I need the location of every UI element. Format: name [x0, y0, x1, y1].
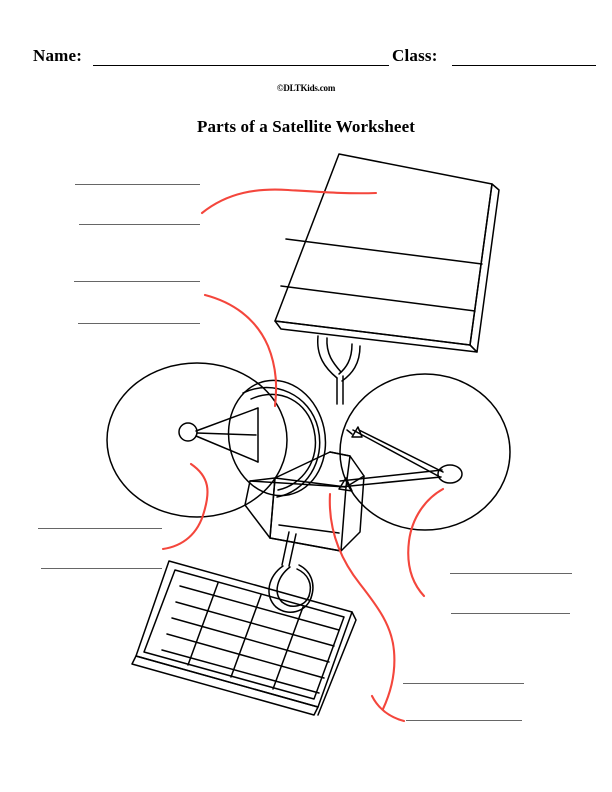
right-dish-antenna [338, 373, 511, 531]
answer-blank-3[interactable] [74, 281, 200, 282]
answer-blank-2[interactable] [79, 224, 200, 225]
answer-blank-7[interactable] [450, 573, 572, 574]
page-title: Parts of a Satellite Worksheet [197, 117, 415, 137]
upper-panel-mast [317, 335, 361, 405]
leader-line-3 [161, 462, 209, 551]
name-label: Name: [33, 46, 83, 65]
upper-solar-panel [274, 153, 500, 353]
answer-blank-8[interactable] [451, 613, 570, 614]
answer-blank-5[interactable] [38, 528, 162, 529]
worksheet-header: Name: Class: [0, 44, 612, 72]
answer-blank-9[interactable] [403, 683, 524, 684]
leader-line-5 [328, 492, 396, 711]
class-input[interactable] [452, 65, 596, 66]
site-brand-logo: ©DLTKids.com [276, 83, 336, 93]
leader-line-1 [200, 188, 378, 215]
answer-blank-4[interactable] [78, 323, 200, 324]
leader-lines [161, 188, 445, 723]
answer-blank-1[interactable] [75, 184, 200, 185]
name-input[interactable] [93, 65, 389, 66]
left-dish-antenna [106, 362, 288, 518]
leader-line-4 [407, 487, 445, 598]
leader-line-2 [203, 293, 278, 408]
class-label: Class: [392, 46, 438, 65]
lower-solar-panel [131, 560, 357, 716]
satellite-bus-body [244, 451, 365, 552]
leader-line-6 [370, 694, 406, 723]
answer-blank-6[interactable] [41, 568, 162, 569]
answer-blank-10[interactable] [406, 720, 522, 721]
